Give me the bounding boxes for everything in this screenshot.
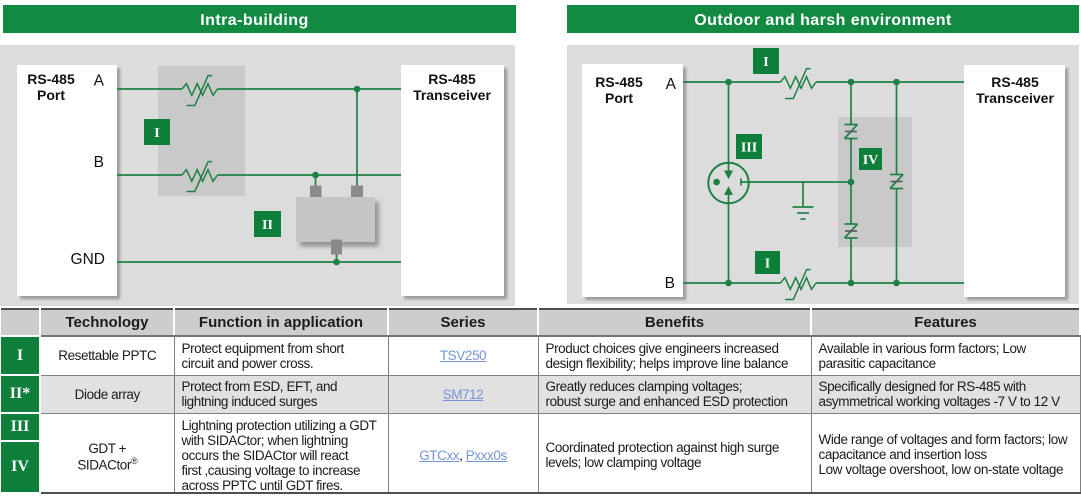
svg-text:GND: GND: [71, 251, 105, 268]
svg-text:A: A: [666, 76, 677, 93]
svg-text:RS-485: RS-485: [428, 71, 476, 87]
svg-text:II: II: [262, 218, 273, 233]
svg-text:RS-485: RS-485: [595, 74, 643, 90]
svg-text:RS-485: RS-485: [27, 71, 75, 87]
svg-text:I: I: [154, 126, 159, 141]
svg-text:I: I: [765, 257, 770, 272]
svg-text:III: III: [741, 141, 757, 156]
svg-text:Transceiver: Transceiver: [976, 90, 1054, 106]
svg-text:IV: IV: [863, 153, 879, 168]
svg-text:Transceiver: Transceiver: [413, 87, 491, 103]
svg-text:I: I: [763, 55, 768, 70]
svg-text:B: B: [94, 154, 104, 171]
svg-text:RS-485: RS-485: [991, 74, 1039, 90]
svg-text:A: A: [94, 73, 105, 90]
svg-text:Port: Port: [37, 87, 65, 103]
svg-text:B: B: [665, 275, 675, 292]
svg-text:Port: Port: [605, 90, 633, 106]
